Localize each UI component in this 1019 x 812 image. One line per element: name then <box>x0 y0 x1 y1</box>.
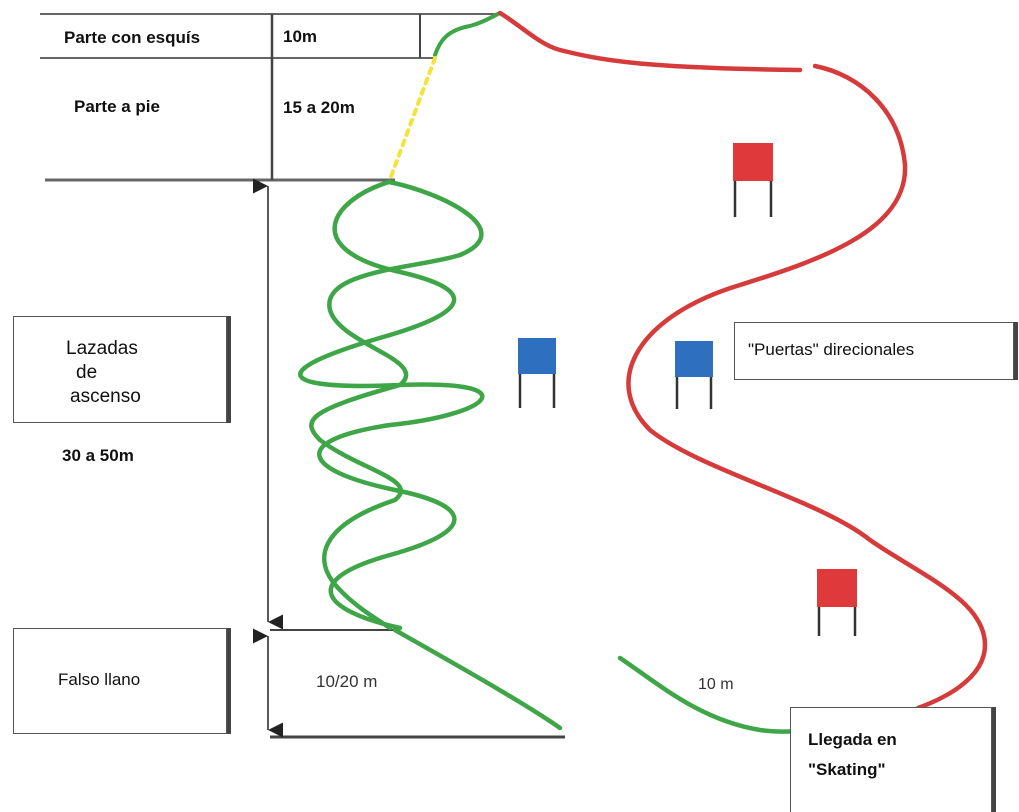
green-switchback-loops <box>298 179 485 631</box>
red-gate-top <box>733 143 773 217</box>
label-puertas: "Puertas" direcionales <box>748 340 915 359</box>
label-lazadas-line1: Lazadas <box>66 338 138 359</box>
label-dist-falso: 10/20 m <box>316 672 378 691</box>
yellow-walking-track <box>387 56 437 184</box>
label-llegada-line2: "Skating" <box>808 760 886 779</box>
label-dist-pie: 15 a 20m <box>283 98 355 117</box>
green-finish-track <box>617 655 798 734</box>
label-lazadas-line3: ascenso <box>70 386 141 407</box>
red-descent-track <box>497 10 988 711</box>
label-parte-con-esquis: Parte con esquís <box>64 28 201 47</box>
lazadas-box <box>13 316 227 423</box>
blue-gate-left <box>518 338 556 408</box>
green-falso-llano-track <box>392 627 563 731</box>
label-lazadas-line2: de <box>76 362 98 383</box>
llegada-box <box>790 707 992 812</box>
green-ski-top-track <box>433 11 502 57</box>
red-gate-bottom <box>817 569 857 636</box>
label-dist-final: 10 m <box>698 676 734 693</box>
label-dist-ski: 10m <box>283 27 318 46</box>
puertas-box <box>734 322 1014 380</box>
label-falso-llano: Falso llano <box>58 670 141 689</box>
label-parte-a-pie: Parte a pie <box>74 97 160 116</box>
label-dist-lazadas: 30 a 50m <box>62 446 134 465</box>
blue-gate-right <box>675 341 713 409</box>
falso-llano-box <box>13 628 227 734</box>
label-llegada-line1: Llegada en <box>808 730 897 749</box>
